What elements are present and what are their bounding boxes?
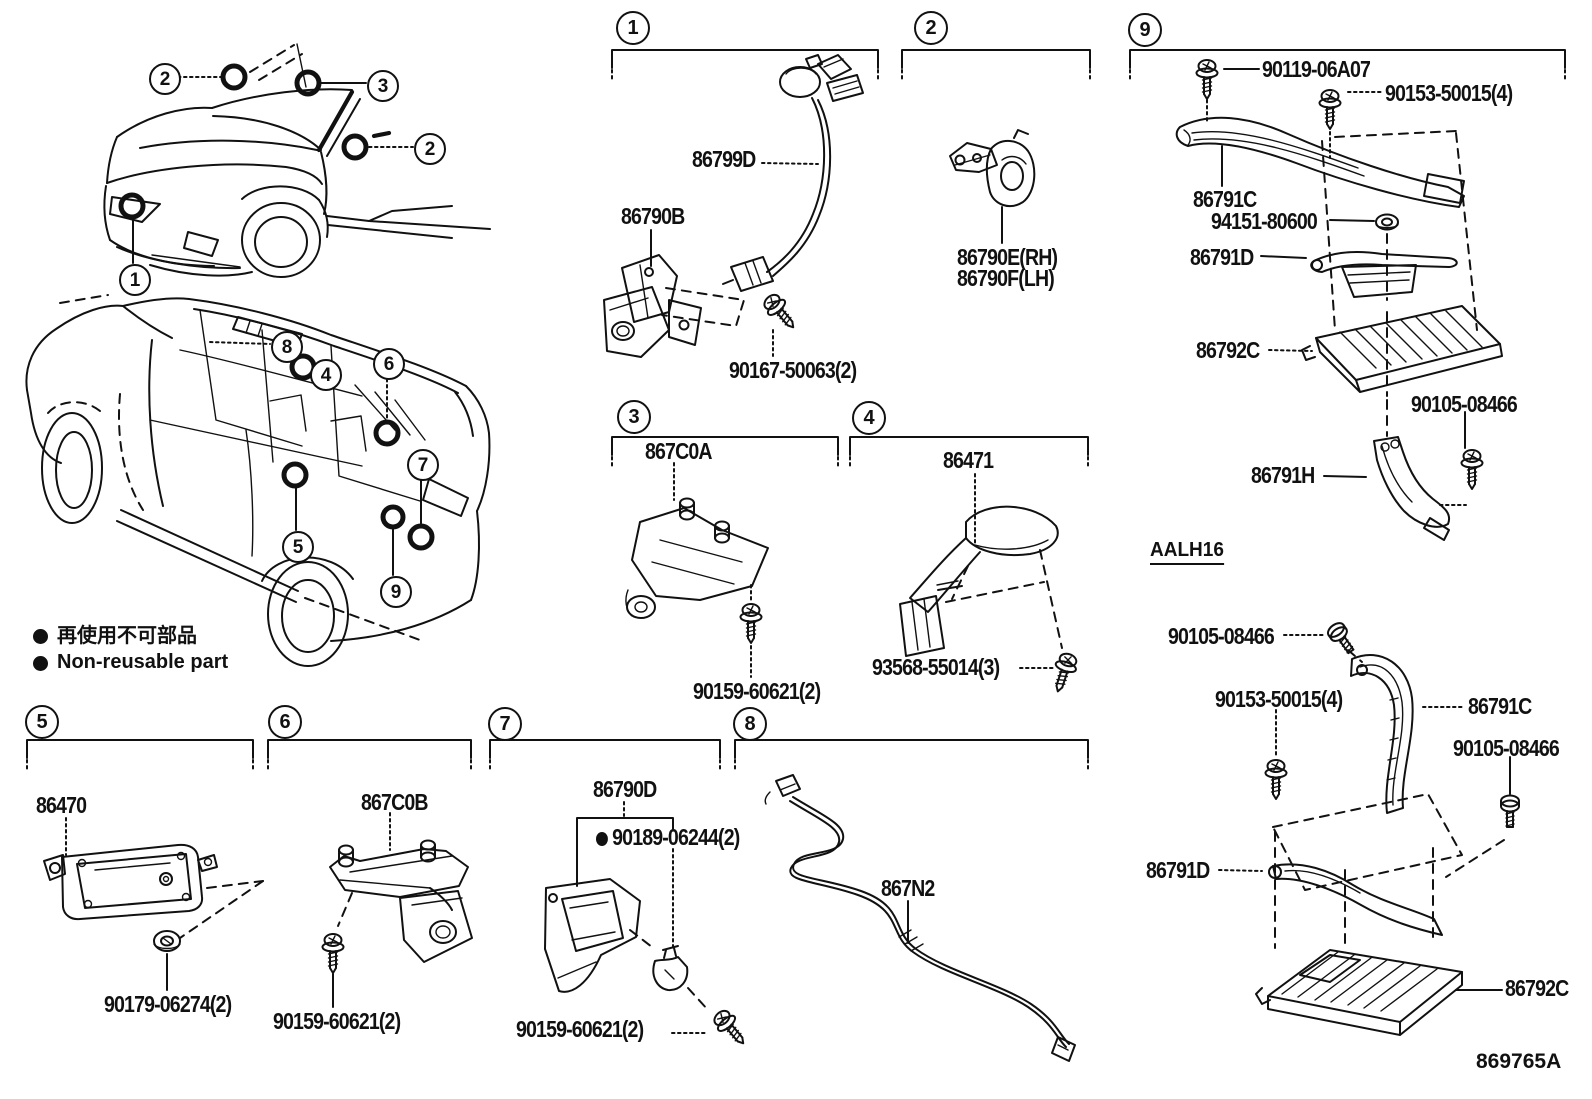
part-number-label[interactable]: 86792C [1196, 337, 1260, 363]
part-number-label[interactable]: 86791C [1193, 186, 1257, 212]
camera-86790D-sketch [544, 878, 641, 993]
section-callout-3[interactable]: 3 [617, 400, 651, 434]
part-number-label[interactable]: 90153-50015(4) [1215, 686, 1343, 712]
nut-94151-sketch [1375, 213, 1399, 231]
section-callout-6[interactable]: 6 [268, 705, 302, 739]
grommet-90179-sketch [153, 930, 181, 952]
part-number-label[interactable]: 86791C [1468, 693, 1532, 719]
legend-text-en: Non-reusable part [57, 651, 229, 673]
section-callout-4[interactable]: 4 [852, 401, 886, 435]
legend-text-jp: 再使用不可部品 [57, 625, 197, 647]
part-number-label[interactable]: 90105-08466 [1168, 623, 1275, 649]
leader-lines [65, 68, 1511, 1034]
screw-90105-sketch [1460, 449, 1484, 490]
part-number-label[interactable]: 86470 [36, 792, 87, 818]
car-callout-5-door[interactable]: 5 [282, 531, 314, 563]
part-number-label[interactable]: 86791D [1190, 244, 1254, 270]
part-number-label[interactable]: 867C0A [645, 438, 712, 464]
part-number-label[interactable]: 86792C [1505, 975, 1569, 1001]
car-callout-1-bumper[interactable]: 1 [119, 264, 151, 296]
section-callout-8[interactable]: 8 [733, 707, 767, 741]
bracket-867C0B-sketch [329, 839, 473, 963]
front-car-sketch [103, 43, 491, 278]
part-number-label[interactable]: 86791H [1251, 462, 1315, 488]
section-callout-1[interactable]: 1 [616, 11, 650, 45]
camera-cable-86799D-sketch [722, 54, 864, 292]
bracket-86791D-upper-sketch [1310, 251, 1458, 298]
part-number-label[interactable]: 90159-60621(2) [693, 678, 821, 704]
section-brackets [26, 49, 1566, 771]
bolt-90105-right-sketch [1500, 794, 1520, 828]
car-callout-2-pillar[interactable]: 2 [414, 133, 446, 165]
section-callout-2[interactable]: 2 [914, 11, 948, 45]
part-number-label[interactable]: 90179-06274(2) [104, 991, 232, 1017]
bracket-86791C-lower-sketch [1350, 653, 1414, 814]
car-callout-6-rear-glass[interactable]: 6 [373, 348, 405, 380]
part-number-label[interactable]: 90159-60621(2) [273, 1008, 401, 1034]
part-number-label[interactable]: 94151-80600 [1211, 208, 1318, 234]
part-number-label[interactable]: 867N2 [881, 875, 935, 901]
part-number-label[interactable]: 86790B [621, 203, 685, 229]
bracket-86791D-lower-sketch [1268, 863, 1443, 936]
part-number-label[interactable]: 86790E(RH) [957, 244, 1058, 270]
section-callout-7[interactable]: 7 [488, 707, 522, 741]
part-number-label[interactable]: 86791D [1146, 857, 1210, 883]
bracket-867C0A-sketch [625, 497, 769, 619]
bolt-90105-left-sketch [1324, 619, 1360, 658]
rear-car-sketch [25, 294, 491, 667]
cover-86471-sketch [899, 505, 1059, 657]
bracket-86791C-upper-sketch [1175, 116, 1465, 208]
non-reusable-dot [33, 629, 48, 644]
car-callout-9-rear[interactable]: 9 [380, 576, 412, 608]
location-markers [118, 63, 435, 551]
part-number-label[interactable]: 90167-50063(2) [729, 357, 857, 383]
part-number-label[interactable]: 90105-08466 [1453, 735, 1560, 761]
screw-90119-sketch [1195, 59, 1219, 100]
screw-90153-lower-sketch [1264, 759, 1288, 800]
bracket-86791H-sketch [1373, 436, 1451, 541]
part-number-label[interactable]: 90159-60621(2) [516, 1016, 644, 1042]
screw-90153-sketch [1318, 89, 1342, 130]
screw-90159-s6-sketch [321, 933, 345, 974]
car-callout-2-windshield[interactable]: 2 [149, 63, 181, 95]
section-callout-5[interactable]: 5 [25, 705, 59, 739]
part-number-label[interactable]: 90189-06244(2) [596, 824, 740, 850]
ecu-86792C-upper-sketch [1301, 305, 1503, 393]
camera-86790EF-sketch [949, 129, 1036, 207]
part-number-label[interactable]: 90105-08466 [1411, 391, 1518, 417]
clip-90189-sketch [652, 945, 689, 992]
camera-86790B-sketch [603, 254, 702, 358]
figure-code-label: 869765A [1476, 1050, 1562, 1073]
part-number-label[interactable]: 867C0B [361, 789, 428, 815]
part-number-label[interactable]: 86790F(LH) [957, 265, 1055, 291]
section-callout-9[interactable]: 9 [1128, 13, 1162, 47]
car-callout-8-roof[interactable]: 8 [271, 331, 303, 363]
part-number-label[interactable]: 93568-55014(3) [872, 654, 1000, 680]
car-callout-3-windshield[interactable]: 3 [367, 70, 399, 102]
screw-90159-s7-sketch [709, 1005, 753, 1052]
screw-90159-s3-sketch [739, 603, 763, 644]
car-callout-7-tailgate[interactable]: 7 [407, 449, 439, 481]
construction-lines [179, 99, 1505, 1011]
part-number-text: 90189-06244(2) [612, 824, 740, 850]
reference-code-label: AALH16 [1150, 540, 1224, 565]
sensor-86470-sketch [43, 843, 218, 921]
part-number-label[interactable]: 86471 [943, 447, 994, 473]
part-number-label[interactable]: 90119-06A07 [1262, 56, 1371, 82]
part-number-label[interactable]: 86790D [593, 776, 657, 802]
ecu-86792C-lower-sketch [1255, 949, 1463, 1036]
screw-93568-sketch [1046, 650, 1081, 696]
car-callout-4-cabin[interactable]: 4 [310, 359, 342, 391]
part-number-label[interactable]: 86799D [692, 146, 756, 172]
screw-90167-sketch [759, 289, 803, 336]
non-reusable-dot [33, 656, 48, 671]
part-number-label[interactable]: 90153-50015(4) [1385, 80, 1513, 106]
non-reusable-dot [596, 832, 608, 846]
wire-867N2-sketch [764, 774, 1076, 1062]
